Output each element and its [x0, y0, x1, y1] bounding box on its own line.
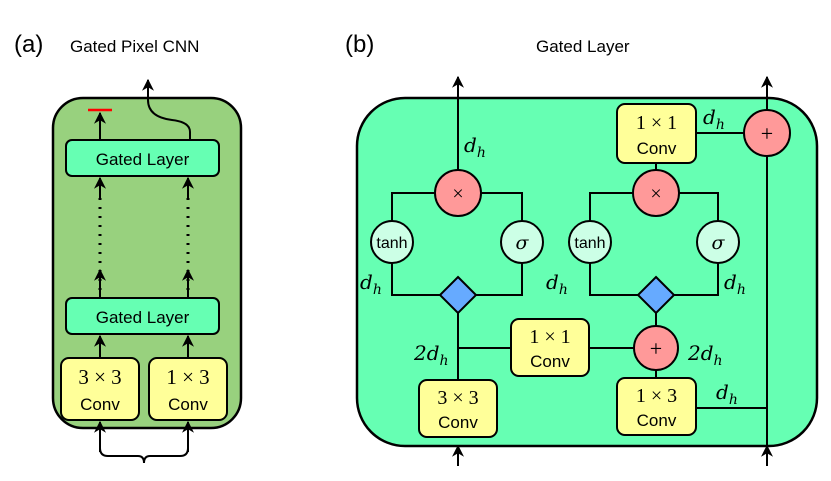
sigmoid-left-label: σ: [516, 232, 530, 254]
dim-left-2d: 2dh: [413, 341, 449, 369]
add-op-mid-symbol: +: [650, 336, 662, 361]
multiply-op-left: [434, 169, 482, 217]
wire-split-to-sigma-right: [674, 262, 719, 296]
wire-split-to-tanh-left: [391, 262, 440, 296]
conv-3x3-vertical-label: Conv: [438, 413, 478, 432]
multiply-op-right: [632, 169, 680, 217]
conv-1x3-horizontal-size: 1 × 3: [636, 385, 677, 407]
input-brace: [99, 447, 189, 464]
panel-a: (a) Gated Pixel CNN Gated Layer Gated La…: [14, 31, 243, 464]
tanh-left: [370, 220, 414, 264]
wire-split-to-sigma-left: [476, 262, 523, 296]
conv-3x3-vertical: [418, 379, 498, 438]
gated-layer-bottom-label: Gated Layer: [96, 308, 190, 327]
wire-split-to-tanh-right: [589, 262, 638, 296]
wire-tanh-right-to-mult: [589, 192, 634, 222]
dim-out-left: dh: [464, 133, 486, 161]
tanh-left-label: tanh: [376, 235, 407, 252]
conv-1x1-link: [510, 318, 590, 377]
conv-1x3: [148, 357, 228, 421]
wire-sigma-right-to-mult: [678, 192, 719, 222]
split-right: [636, 275, 676, 315]
dim-right-2d: 2dh: [687, 341, 723, 369]
conv-1x1-output-size: 1 × 1: [636, 112, 677, 134]
conv-3x3-size: 3 × 3: [78, 365, 121, 389]
conv-1x3-label: Conv: [168, 395, 208, 414]
horizontal-output-curve: [147, 80, 191, 140]
dim-conv13-out: dh: [716, 380, 738, 408]
dim-right-sigma: dh: [724, 270, 746, 298]
sigmoid-right: [696, 220, 740, 264]
conv-3x3: [60, 357, 140, 421]
tanh-right-label: tanh: [574, 235, 605, 252]
conv-1x1-link-size: 1 × 1: [529, 326, 570, 348]
gated-layer-bottom: [65, 297, 220, 335]
conv-1x3-horizontal-label: Conv: [637, 411, 677, 430]
add-op-mid: [633, 325, 679, 371]
dim-mid: dh: [546, 270, 568, 298]
wire-sigma-left-to-mult: [480, 192, 523, 222]
wire-tanh-left-to-mult: [391, 192, 436, 222]
conv-1x3-size: 1 × 3: [166, 365, 209, 389]
panel-b-title: Gated Layer: [536, 37, 630, 56]
panel-a-tag: (a): [14, 31, 43, 58]
gated-layer-top: [65, 139, 220, 177]
sigmoid-right-label: σ: [712, 232, 726, 254]
dimension-labels: dh dh 2dh dh dh 2dh dh dh: [360, 105, 746, 408]
dim-top-right: dh: [703, 105, 725, 133]
tanh-right: [568, 220, 612, 264]
conv-3x3-vertical-size: 3 × 3: [437, 387, 478, 409]
add-op-residual-symbol: +: [761, 121, 773, 146]
conv-3x3-label: Conv: [80, 395, 120, 414]
gated-layer-top-label: Gated Layer: [96, 150, 190, 169]
add-op-residual: [743, 109, 791, 157]
conv-1x1-output-label: Conv: [637, 139, 677, 158]
dim-left-tanh: dh: [360, 270, 382, 298]
conv-1x1-link-label: Conv: [530, 352, 570, 371]
split-left: [438, 275, 478, 315]
conv-1x1-output: [616, 103, 697, 164]
sigmoid-left: [500, 220, 544, 264]
conv-1x3-horizontal: [616, 377, 697, 436]
multiply-op-left-symbol: ×: [452, 183, 463, 205]
panel-a-title: Gated Pixel CNN: [70, 37, 199, 56]
panel-b: (b) Gated Layer × tanh σ: [345, 31, 819, 466]
panel-b-tag: (b): [345, 31, 374, 58]
multiply-op-right-symbol: ×: [650, 183, 661, 205]
